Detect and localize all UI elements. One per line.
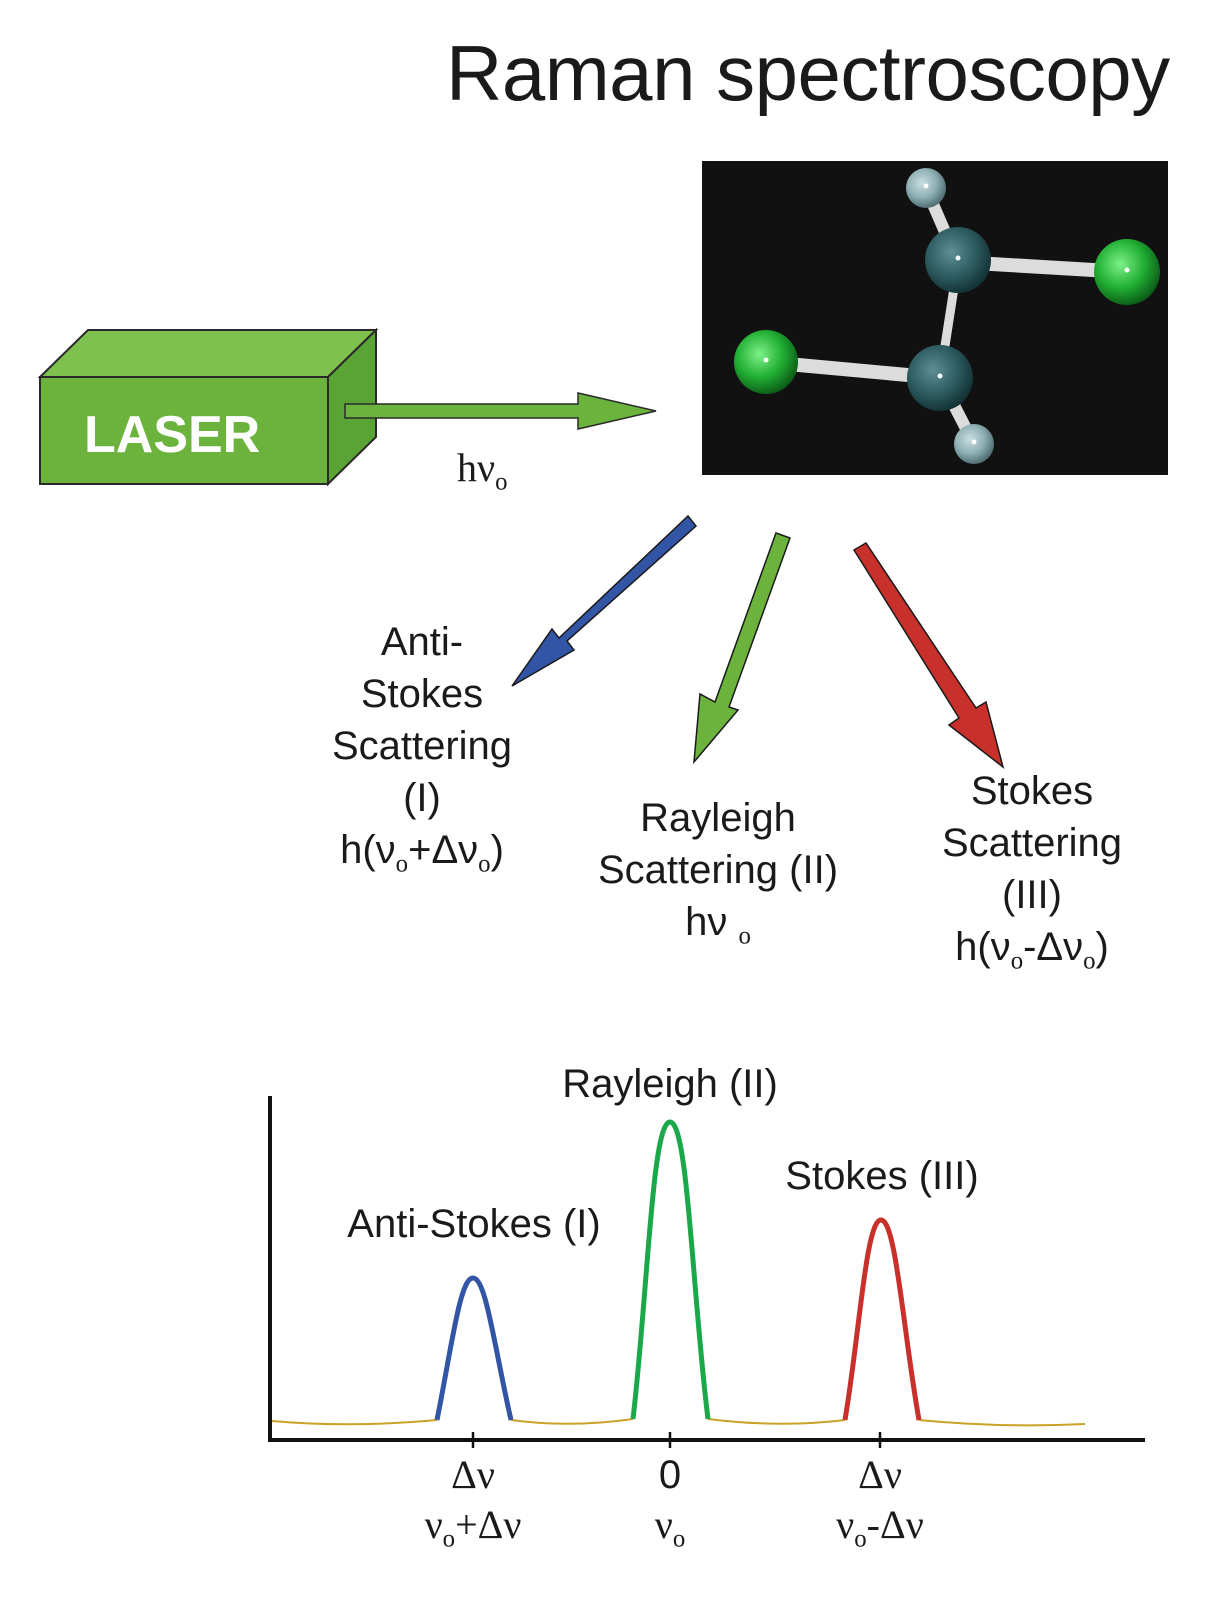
- tick-label-stokes-top: Δν: [858, 1452, 902, 1497]
- rayleigh-arrow: [693, 532, 791, 765]
- laser-box: [37, 327, 379, 487]
- rayleigh-line1: Rayleigh: [640, 796, 796, 840]
- stokes-line2: Scattering: [941, 821, 1123, 865]
- rayleigh-line2: Scattering (II): [597, 848, 839, 892]
- rayleigh-formula: hν o: [685, 900, 751, 950]
- anti-stokes-arrow: [511, 514, 698, 687]
- anti-stokes-formula: h(νo+Δνo): [340, 828, 504, 878]
- tick-label-rayleigh-top: 0: [658, 1453, 682, 1497]
- anti-stokes-scattering-label: Anti- Stokes Scattering (I) h(νo+Δνo): [300, 616, 544, 891]
- laser-label: LASER: [84, 406, 261, 464]
- anti-stokes-line3: Scattering: [331, 724, 513, 768]
- stokes-line1: Stokes: [970, 769, 1094, 813]
- tick-label-rayleigh: 0 νo: [610, 1450, 730, 1565]
- stokes-peak-label: Stokes (III): [785, 1154, 979, 1198]
- laser-box-top: [37, 329, 379, 378]
- beam-subscript: o: [495, 468, 508, 496]
- anti-stokes-line4: (I): [403, 776, 441, 820]
- anti-stokes-line2: Stokes: [360, 672, 484, 716]
- tick-label-anti-stokes-bottom: νo+Δν: [424, 1502, 522, 1553]
- stokes-line3: (III): [1002, 873, 1062, 917]
- beam-label: hνo: [457, 444, 508, 497]
- laser-box-front: [39, 376, 329, 485]
- spectrum-plot: [268, 1096, 1145, 1448]
- stokes-formula: h(νo-Δνo): [955, 925, 1109, 975]
- anti-stokes-peak: [434, 1275, 514, 1421]
- rayleigh-scattering-label: Rayleigh Scattering (II) hν o: [578, 792, 858, 963]
- stokes-scattering-label: Stokes Scattering (III) h(νo-Δνo): [912, 765, 1152, 988]
- tick-label-anti-stokes: Δν νo+Δν: [403, 1450, 543, 1565]
- incident-beam-arrow: [344, 392, 657, 430]
- anti-stokes-peak-label: Anti-Stokes (I): [347, 1202, 601, 1246]
- beam-symbol: hν: [457, 445, 496, 490]
- stokes-arrow: [852, 541, 1005, 769]
- stokes-peak: [842, 1217, 922, 1421]
- baseline: [271, 1418, 1086, 1427]
- tick-label-rayleigh-bottom: νo: [654, 1502, 686, 1553]
- anti-stokes-line1: Anti-: [380, 620, 464, 664]
- rayleigh-peak: [630, 1119, 711, 1420]
- diagram-title: Raman spectroscopy: [446, 29, 1170, 117]
- tick-label-stokes-bottom: νo-Δν: [836, 1502, 924, 1553]
- tick-label-stokes: Δν νo-Δν: [810, 1450, 950, 1565]
- tick-label-anti-stokes-top: Δν: [451, 1452, 495, 1497]
- rayleigh-peak-label: Rayleigh (II): [562, 1062, 778, 1106]
- molecule-model: [734, 168, 1160, 464]
